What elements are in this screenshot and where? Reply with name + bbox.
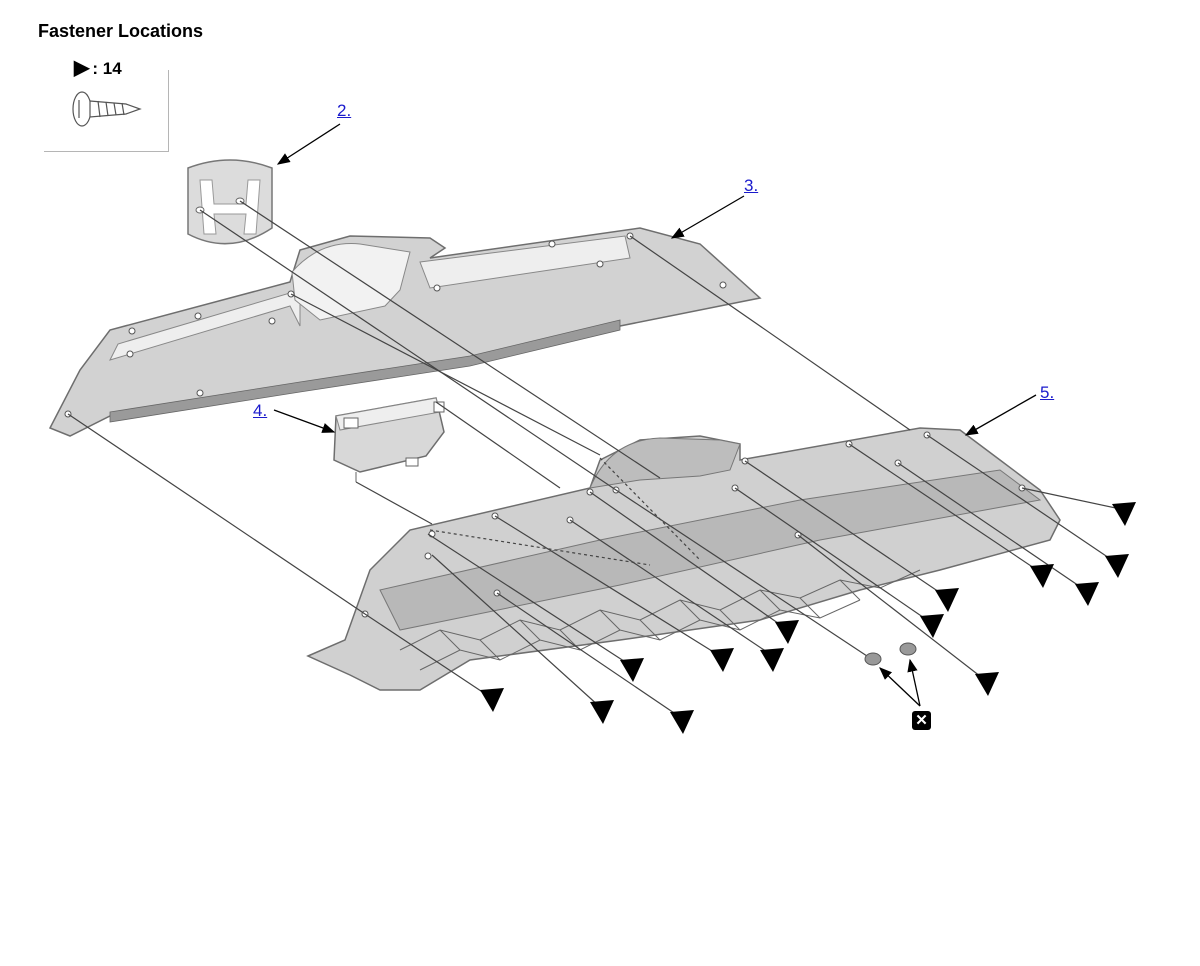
callout-3-link[interactable]: 3. — [744, 176, 759, 195]
black-triangle-icon: ▶ — [74, 57, 90, 79]
legend-count-text: : 14 — [92, 59, 122, 78]
clip-markers — [864, 642, 917, 666]
emblem-part — [187, 159, 273, 245]
fastener-triangle-markers — [480, 502, 1136, 734]
fastener-leader-lines — [364, 434, 1126, 718]
callout-2-link[interactable]: 2. — [337, 101, 352, 120]
replace-x-icon: ✕ — [912, 711, 931, 730]
tapping-screw-icon — [72, 91, 142, 127]
callout-4-link[interactable]: 4. — [253, 401, 268, 420]
radar-bracket-part — [333, 397, 445, 482]
lower-grille-part — [306, 427, 1061, 691]
upper-garnish-part — [48, 227, 762, 437]
fastener-legend-count: ▶: 14 — [74, 55, 122, 80]
fastener-legend-box — [44, 70, 169, 152]
page-title: Fastener Locations — [38, 21, 204, 41]
callout-arrows — [273, 123, 1037, 707]
alignment-lines — [67, 200, 911, 615]
callout-5-link[interactable]: 5. — [1040, 383, 1055, 402]
